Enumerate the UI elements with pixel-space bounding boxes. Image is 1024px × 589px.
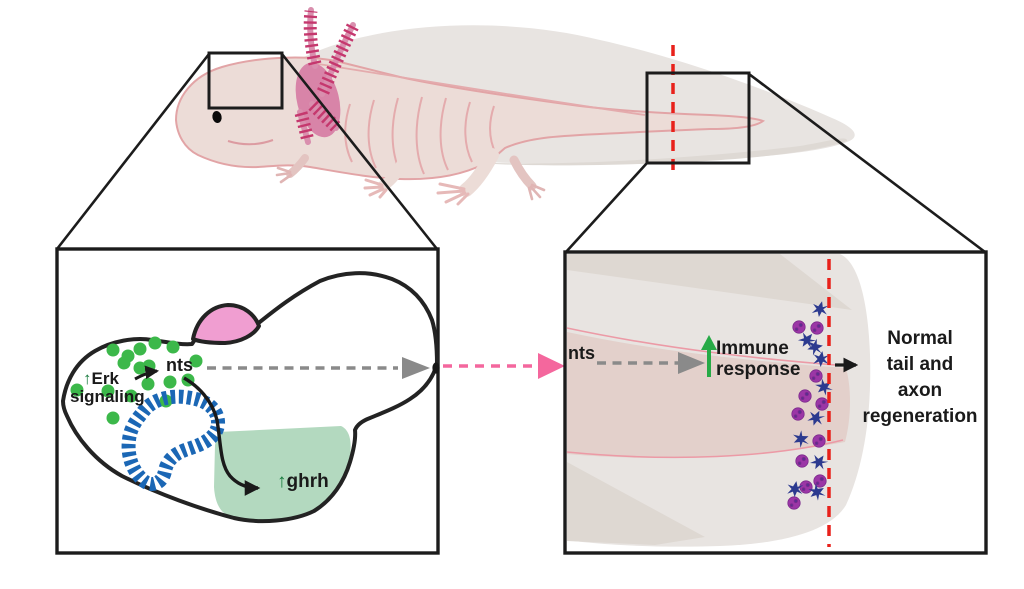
head-inset-box [207,51,284,110]
far-hind-leg [509,155,537,191]
up-arrow-icon: ↑ [83,369,92,388]
tail-inset-connector-right [748,72,986,254]
brain-outline [61,271,439,524]
near-hind-leg [459,148,499,197]
axolotl-legs [275,148,546,206]
nts-to-ghrh-arrow [183,376,261,496]
immune-up-arrow [701,335,717,377]
hypothalamic-region [214,426,351,522]
tail-fin-top-shade [567,254,852,310]
tail-cross-section [566,254,871,547]
axolotl-eye [212,111,222,123]
inset-connectors [55,51,986,254]
axolotl-lateral-line [317,63,646,116]
up-arrow-icon: ↑ [277,471,287,492]
tail-inset-connector-left [565,162,648,253]
erk-to-nts-arrow [134,365,160,381]
regeneration-outcome-label: Normal tail and axon regeneration [862,328,978,427]
tail-muscle-line-upper [566,327,849,367]
pituitary-bump [432,362,440,374]
head-inset-connector-right [280,53,439,250]
head-inset-connector-left [55,53,211,250]
axolotl-illustration [174,7,855,206]
nts-label-left: nts [166,355,193,375]
erk-signaling-label: ↑Erk signaling [70,369,145,407]
tail-muscle-section [567,332,851,458]
ghrh-label: ↑ghrh [277,471,329,492]
nts-projection-arrow-middle [443,353,565,379]
brain-schematic [61,271,440,524]
nts-projection-arrowhead-right [678,352,705,374]
pineal-gland [191,303,261,345]
nts-label-right: nts [568,343,595,363]
tail-inset-box [645,71,751,165]
immune-response-label: Immune response [716,338,801,380]
nts-projection-arrowhead-left [402,357,430,379]
axolotl-smile [227,139,274,146]
blue-cell-coil [121,389,226,491]
axolotl-fin-shadow [470,138,848,166]
tail-muscle-line-lower [566,439,844,459]
tail-fin-bottom-shade [567,462,705,545]
